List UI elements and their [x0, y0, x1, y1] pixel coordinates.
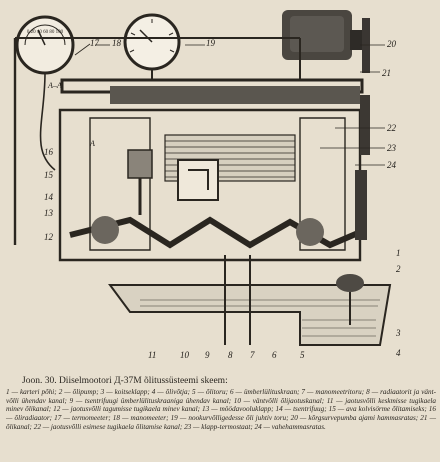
- oil-radiator: [164, 134, 296, 182]
- callout-18: 18: [112, 38, 122, 48]
- oil-pan: [108, 255, 392, 346]
- callout-11: 11: [148, 350, 156, 360]
- callout-17: 17: [90, 38, 100, 48]
- manometer-gauge: [123, 13, 181, 80]
- gauge-scale: 0 20 40 60 80 100: [27, 30, 64, 35]
- callout-3: 3: [395, 328, 401, 338]
- callout-5: 5: [300, 350, 305, 360]
- callout-16: 16: [44, 147, 54, 157]
- callout-22: 22: [387, 123, 397, 133]
- callout-15: 15: [44, 170, 54, 180]
- engine-block: [58, 108, 362, 262]
- callout-8: 8: [228, 350, 233, 360]
- callout-7: 7: [250, 350, 255, 360]
- oil-system-diagram: 0 20 40 60 80 100: [13, 10, 401, 360]
- section-label: A–A: [47, 81, 62, 90]
- callout-14: 14: [44, 192, 54, 202]
- callout-4: 4: [396, 348, 401, 358]
- crankshaft: [69, 216, 367, 249]
- callout-1: 1: [396, 248, 401, 258]
- callout-10: 10: [180, 350, 190, 360]
- centrifuge: [177, 159, 219, 201]
- callout-2: 2: [396, 264, 401, 274]
- callout-13: 13: [44, 208, 54, 218]
- cylinder-head: [13, 37, 364, 245]
- caption-legend: 1 — karteri põhi; 2 — õlipump; 3 — koits…: [6, 388, 436, 431]
- callout-19: 19: [206, 38, 216, 48]
- callout-23: 23: [387, 143, 397, 153]
- callout-24: 24: [387, 160, 397, 170]
- callout-21: 21: [382, 68, 391, 78]
- figure-caption: Joon. 30. Diiselmootori Д-37M õlitussüst…: [6, 376, 436, 432]
- callout-20: 20: [387, 39, 397, 49]
- thermometer-gauge: 0 20 40 60 80 100: [15, 15, 75, 171]
- timing-gears: [355, 95, 370, 240]
- callout-9: 9: [205, 350, 210, 360]
- callout-6: 6: [272, 350, 277, 360]
- callout-12: 12: [44, 232, 54, 242]
- arrow-label: A: [89, 139, 95, 148]
- caption-title: Joon. 30. Diiselmootori Д-37M õlitussüst…: [22, 376, 228, 386]
- piston: [127, 149, 153, 215]
